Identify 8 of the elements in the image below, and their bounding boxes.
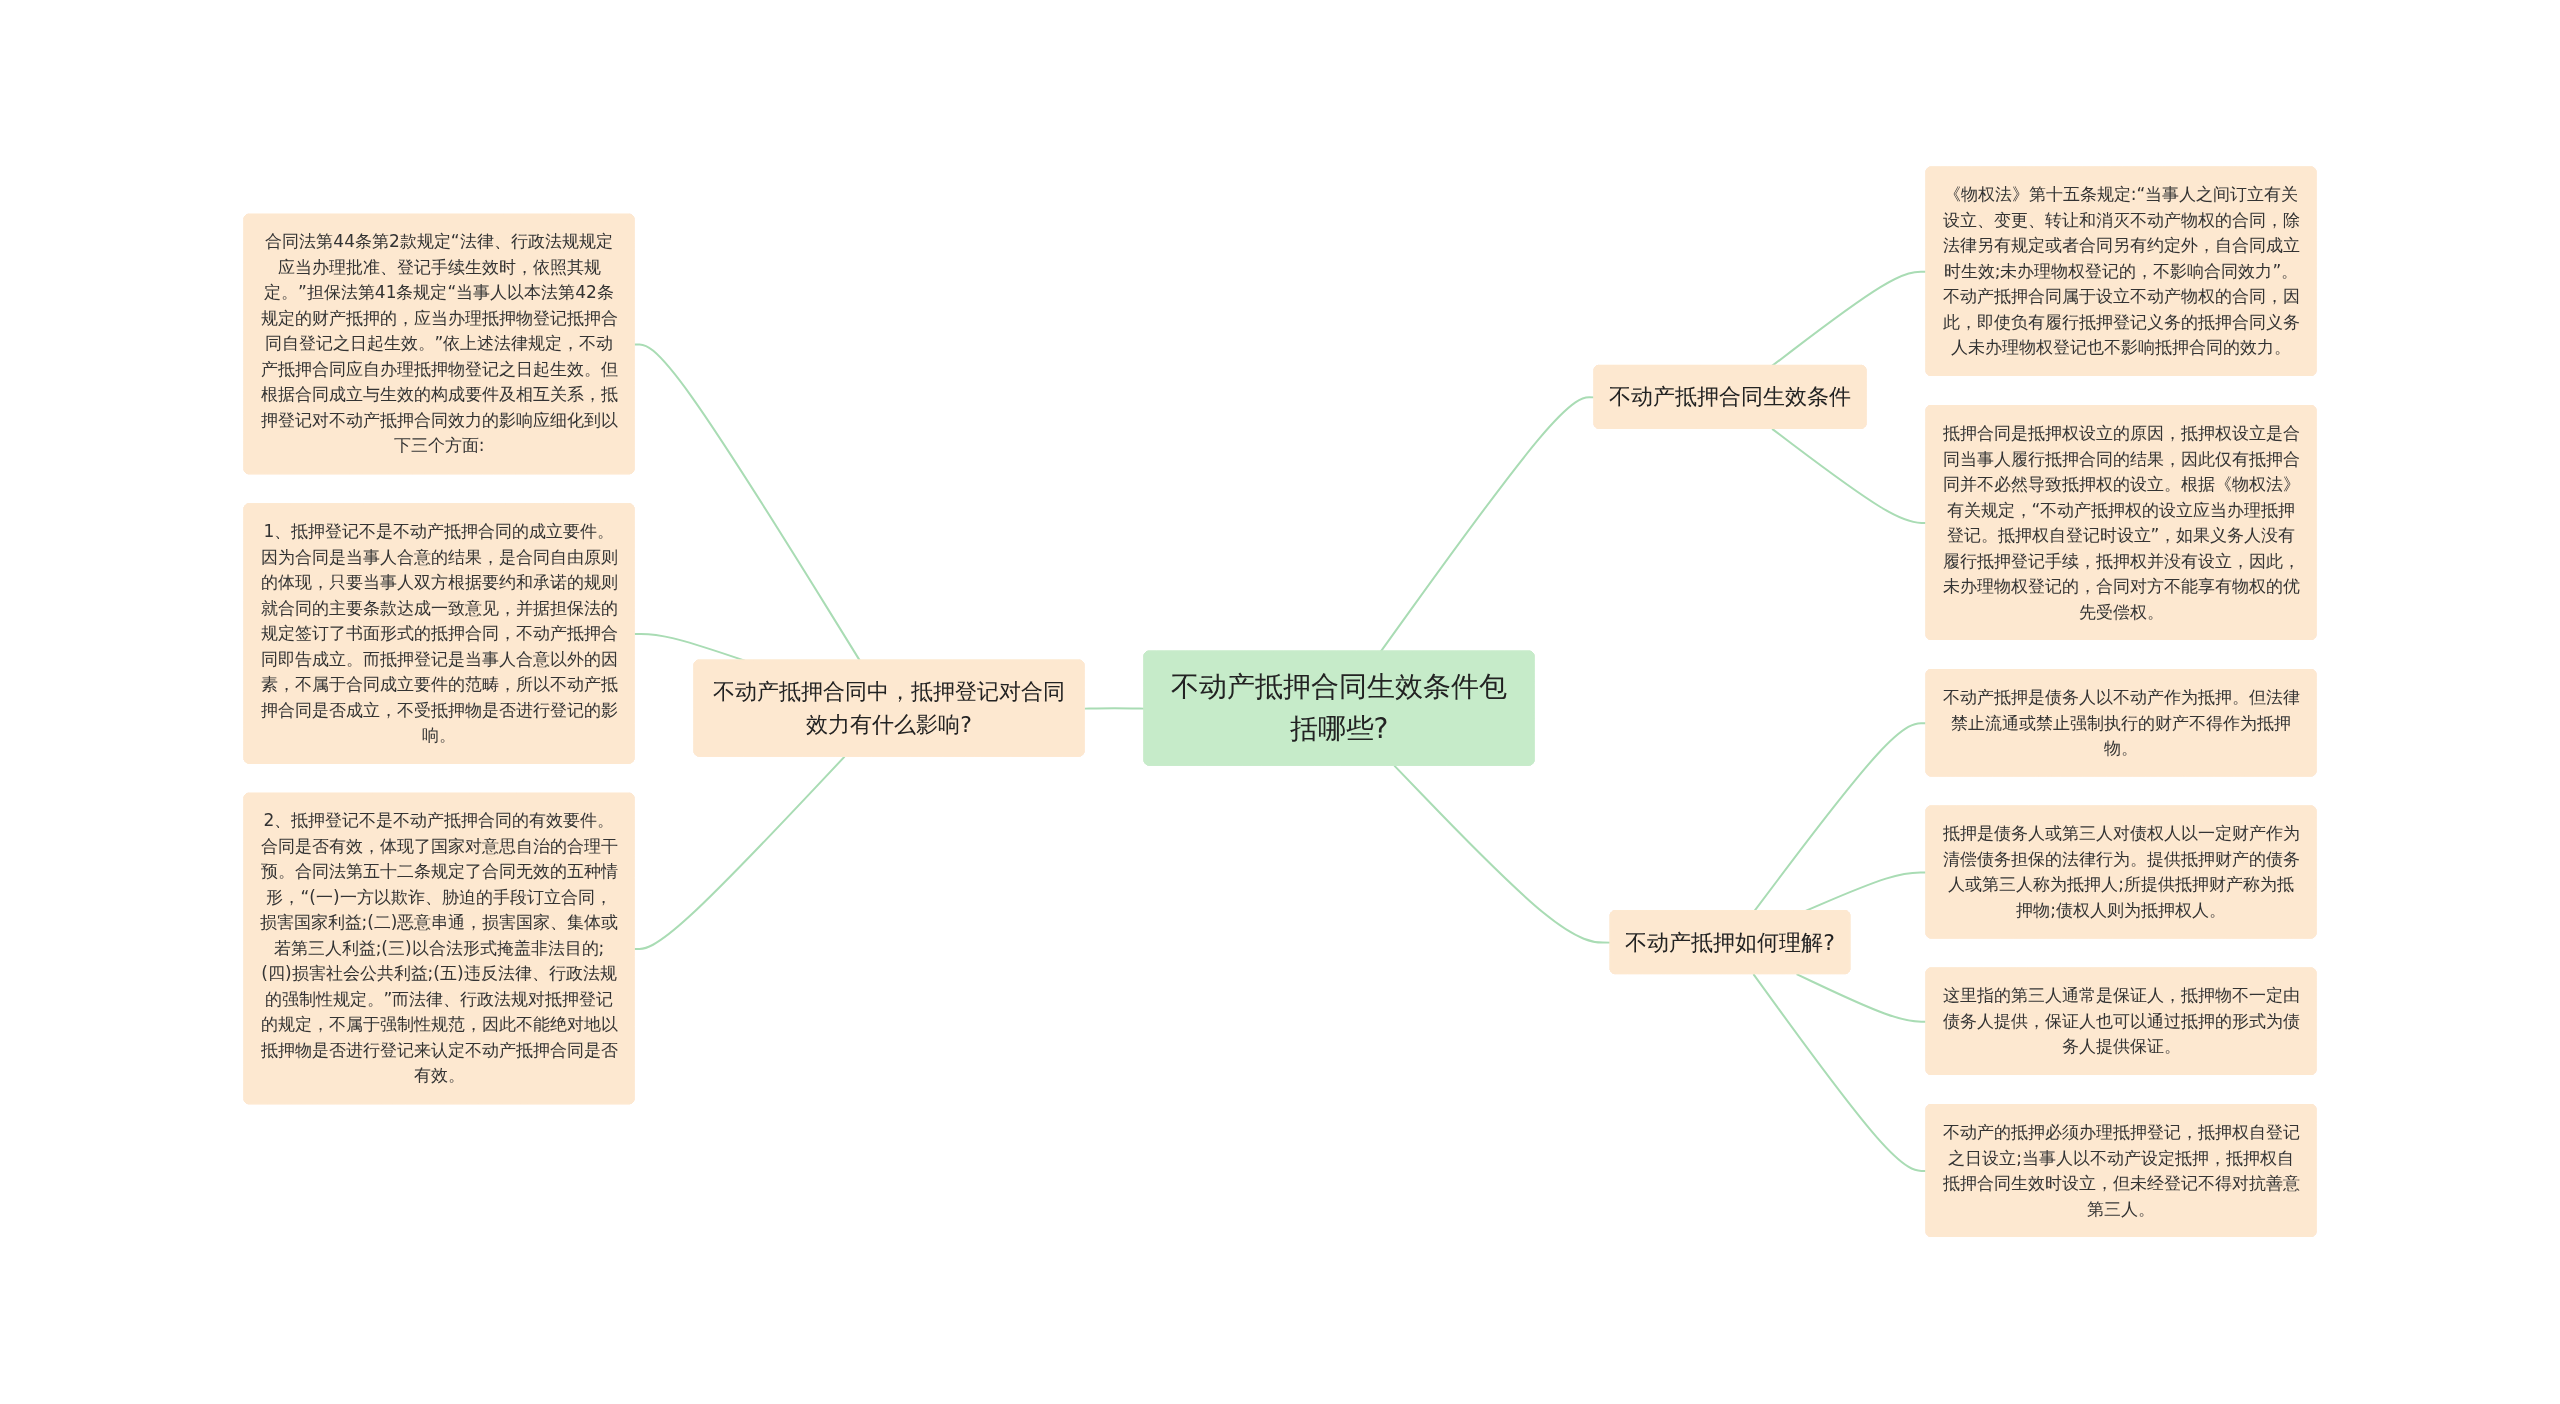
- connector: [633, 755, 846, 951]
- connector: [1795, 973, 1928, 1023]
- connector: [1393, 764, 1612, 944]
- connector: [1083, 707, 1146, 710]
- connector: [1771, 428, 1928, 525]
- connector: [1752, 973, 1928, 1173]
- connector: [1379, 396, 1596, 653]
- connector: [633, 343, 861, 662]
